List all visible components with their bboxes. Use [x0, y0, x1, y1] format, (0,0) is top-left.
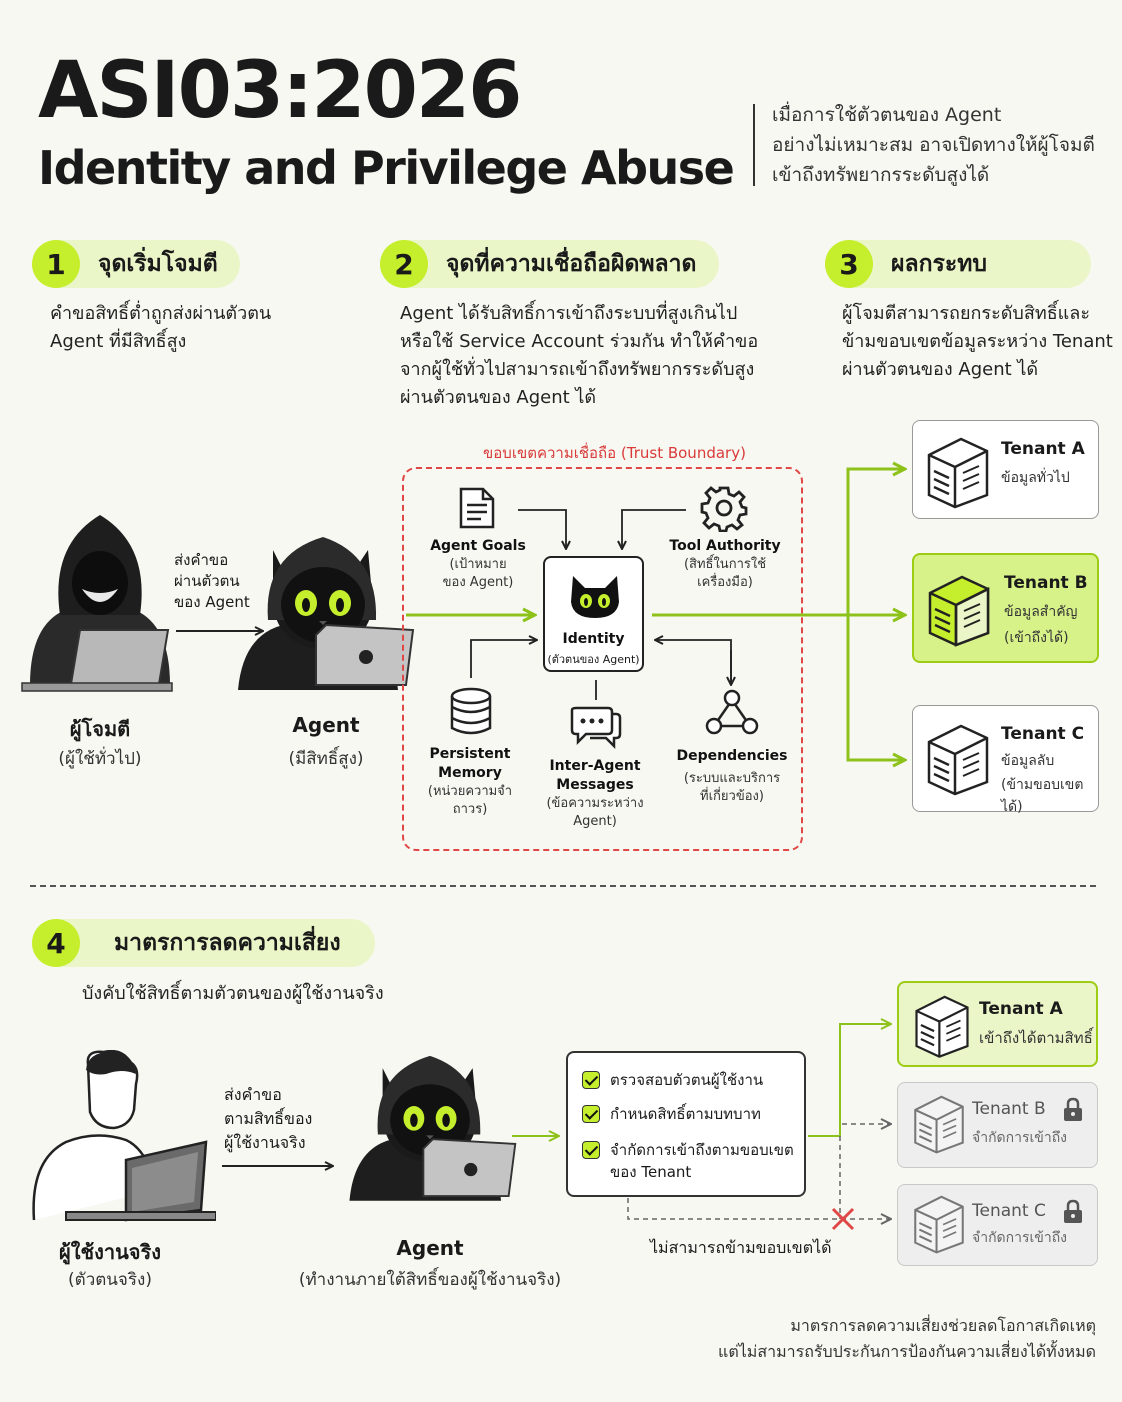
server-icon	[927, 724, 989, 796]
network-nodes-icon	[705, 689, 759, 735]
page-subtitle: Identity and Privilege Abuse	[38, 141, 735, 195]
black-cat-agent-icon	[238, 537, 415, 690]
server-icon	[928, 575, 990, 647]
checkmark-icon	[582, 1105, 600, 1123]
lock-icon	[1064, 1199, 1082, 1223]
identity-box: Identity (ตัวตนของ Agent)	[543, 556, 644, 672]
persistent-memory-component: Persistent Memory (หน่วยความจำ ถาวร)	[427, 746, 513, 817]
step-label: มาตรการลดความเสี่ยง	[114, 930, 341, 956]
tenant-desc: เข้าถึงได้ตามสิทธิ์	[979, 1029, 1093, 1047]
tenant-desc: ข้อมูลสำคัญ	[1004, 604, 1078, 620]
identity-sub: (ตัวตนของ Agent)	[547, 653, 640, 666]
document-icon	[459, 487, 495, 529]
checklist-item: กำหนดสิทธิ์ตามบทบาท	[582, 1103, 761, 1125]
hooded-attacker-icon	[21, 515, 173, 692]
header-description: เมื่อการใช้ตัวตนของ Agent อย่างไม่เหมาะส…	[772, 104, 1095, 186]
step-2-pill: 2 จุดที่ความเชื่อถือผิดพลาด	[380, 240, 719, 288]
checklist-item: ตรวจสอบตัวตนผู้ใช้งาน	[582, 1069, 763, 1091]
attacker-sub: (ผู้ใช้ทั่วไป)	[58, 749, 142, 769]
server-icon	[915, 995, 969, 1058]
server-icon	[927, 437, 989, 509]
step-2-description: Agent ได้รับสิทธิ์การเข้าถึงระบบที่สูงเก…	[400, 303, 759, 408]
cat-face-icon	[571, 576, 619, 618]
step-3-description: ผู้โจมตีสามารถยกระดับสิทธิ์และ ข้ามขอบเข…	[842, 303, 1113, 380]
tenant-desc: จำกัดการเข้าถึง	[972, 1130, 1068, 1146]
page-title: ASI03:2026	[38, 46, 522, 136]
tenant-name: Tenant C	[972, 1201, 1046, 1221]
dependencies-component: Dependencies (ระบบและบริการ ที่เกี่ยวข้อ…	[676, 748, 788, 804]
trust-boundary-box	[402, 467, 803, 851]
section-divider	[30, 885, 1096, 887]
tenant-name: Tenant B	[972, 1099, 1046, 1119]
checkmark-icon	[582, 1141, 600, 1159]
bottom-agent-sub: (ทำงานภายใต้สิทธิ์ของผู้ใช้งานจริง)	[298, 1270, 562, 1290]
blocked-x-icon	[831, 1207, 855, 1231]
bottom-request-arrow-text: ส่งคำขอ ตามสิทธิ์ของ ผู้ใช้งานจริง	[224, 1085, 313, 1152]
black-cat-agent-icon	[349, 1055, 517, 1201]
checkmark-icon	[582, 1071, 600, 1089]
server-icon	[914, 1195, 964, 1254]
step-1-pill: 1 จุดเริ่มโจมตี	[32, 240, 240, 288]
request-arrow-text: ส่งคำขอ ผ่านตัวตน ของ Agent	[174, 551, 250, 611]
step-1-description: คำขอสิทธิ์ต่ำถูกส่งผ่านตัวตน Agent ที่มี…	[50, 303, 272, 352]
tenant-desc: จำกัดการเข้าถึง	[972, 1230, 1068, 1246]
tenant-desc: (ข้ามขอบเขตได้)	[1001, 777, 1084, 815]
server-icon	[914, 1095, 964, 1154]
step-3-pill: 3 ผลกระทบ	[825, 240, 1091, 288]
checklist-item: จำกัดการเข้าถึงตามขอบเขต ของ Tenant	[582, 1139, 794, 1183]
step-number: 4	[32, 919, 80, 967]
tenant-a-card: Tenant A ข้อมูลทั่วไป	[912, 420, 1099, 519]
bottom-agent-label: Agent	[396, 1236, 464, 1260]
real-user-sub: (ตัวตนจริง)	[68, 1270, 152, 1290]
attacker-label: ผู้โจมตี	[69, 717, 131, 741]
header-divider	[753, 104, 755, 186]
tenant-desc: ข้อมูลทั่วไป	[1001, 470, 1070, 486]
tool-authority-component: Tool Authority (สิทธิ์ในการใช้ เครื่องมื…	[669, 538, 781, 590]
gear-icon	[700, 486, 748, 532]
step-label: จุดเริ่มโจมตี	[98, 251, 218, 277]
footer-note: มาตรการลดความเสี่ยงช่วยลดโอกาสเกิดเหตุ แ…	[718, 1316, 1096, 1361]
agent-label: Agent	[292, 713, 360, 737]
step-number: 1	[32, 240, 80, 288]
step-label: ผลกระทบ	[891, 251, 987, 277]
bottom-tenant-c-card: Tenant C จำกัดการเข้าถึง	[897, 1184, 1098, 1266]
tenant-c-card: Tenant C ข้อมูลลับ (ข้ามขอบเขตได้)	[912, 705, 1099, 815]
step-label: จุดที่ความเชื่อถือผิดพลาด	[446, 251, 697, 277]
agent-sub: (มีสิทธิ์สูง)	[288, 749, 364, 769]
step-number: 3	[825, 240, 873, 288]
blocked-text: ไม่สามารถข้ามขอบเขตได้	[650, 1238, 832, 1257]
identity-label: Identity	[562, 631, 625, 647]
step-number: 2	[380, 240, 428, 288]
bottom-tenant-b-card: Tenant B จำกัดการเข้าถึง	[897, 1082, 1098, 1168]
tenant-name: Tenant A	[1001, 439, 1085, 459]
tenant-b-card: Tenant B ข้อมูลสำคัญ (เข้าถึงได้)	[912, 553, 1099, 663]
agent-goals-component: Agent Goals (เป้าหมาย ของ Agent)	[430, 538, 526, 590]
inter-agent-messages-component: Inter-Agent Messages (ข้อความระหว่าง Age…	[546, 758, 644, 829]
tenant-name: Tenant A	[979, 999, 1063, 1019]
tenant-desc: ข้อมูลลับ	[1001, 753, 1055, 769]
chat-bubbles-icon	[570, 706, 622, 750]
trust-boundary-label: ขอบเขตความเชื่อถือ (Trust Boundary)	[483, 444, 746, 462]
tenant-name: Tenant B	[1004, 573, 1088, 593]
step-4-pill: 4 มาตรการลดความเสี่ยง	[32, 919, 375, 967]
database-icon	[450, 687, 492, 735]
real-user-label: ผู้ใช้งานจริง	[59, 1240, 161, 1264]
real-user-icon	[32, 1050, 216, 1222]
tenant-desc: (เข้าถึงได้)	[1004, 630, 1069, 646]
lock-icon	[1064, 1097, 1082, 1121]
step-4-description: บังคับใช้สิทธิ์ตามตัวตนของผู้ใช้งานจริง	[82, 983, 384, 1004]
tenant-name: Tenant C	[1001, 724, 1085, 744]
bottom-tenant-a-card: Tenant A เข้าถึงได้ตามสิทธิ์	[897, 981, 1098, 1067]
mitigation-checklist: ตรวจสอบตัวตนผู้ใช้งาน กำหนดสิทธิ์ตามบทบา…	[566, 1051, 806, 1197]
